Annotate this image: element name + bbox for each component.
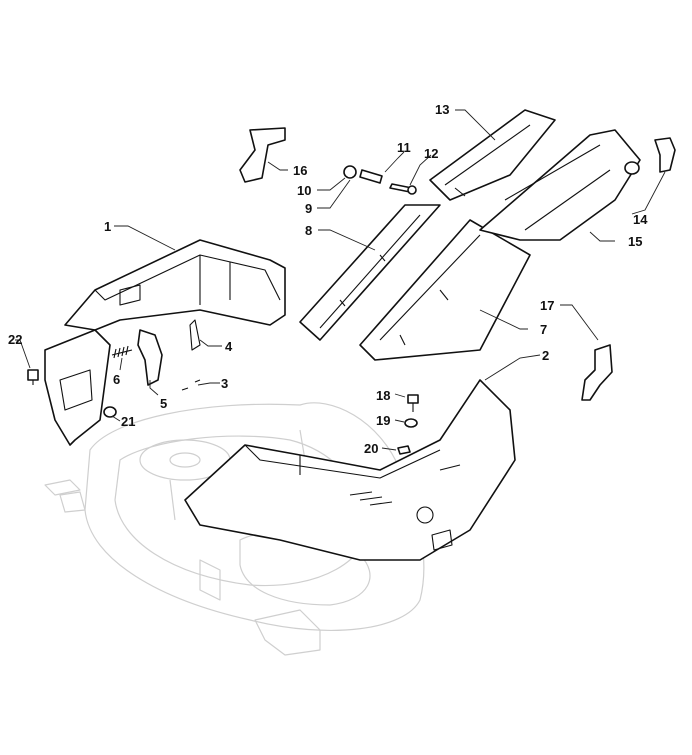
part-1-side-guard	[64, 239, 286, 331]
callout-10: 10	[297, 183, 311, 198]
callout-1: 1	[104, 219, 111, 234]
part-3-pins	[181, 379, 201, 391]
callout-9: 9	[305, 201, 312, 216]
callout-8: 8	[305, 223, 312, 238]
part-14-clip	[654, 137, 676, 173]
part-6-spring	[111, 345, 133, 359]
callout-15: 15	[628, 234, 642, 249]
part-21-washer	[103, 406, 117, 418]
part-12-washer	[389, 183, 417, 195]
callout-7: 7	[540, 322, 547, 337]
callout-2: 2	[542, 348, 549, 363]
part-15-cover	[479, 129, 641, 241]
callout-22: 22	[8, 332, 22, 347]
callout-11: 11	[397, 140, 411, 155]
part-5-lever	[137, 329, 163, 386]
callout-3: 3	[221, 376, 228, 391]
part-19-washer	[404, 418, 418, 428]
callout-16: 16	[293, 163, 307, 178]
part-16-bracket	[239, 127, 286, 183]
part-8-flap	[299, 204, 441, 341]
callout-5: 5	[160, 396, 167, 411]
part-18-bolt	[407, 394, 419, 412]
callout-14: 14	[633, 212, 648, 227]
part-20-clip	[397, 445, 411, 455]
callout-20: 20	[364, 441, 378, 456]
leader-lines	[15, 109, 666, 451]
callout-19: 19	[376, 413, 390, 428]
part-13-flap	[429, 109, 556, 201]
part-22-bolt	[27, 369, 39, 385]
part-2-main-cover	[184, 379, 516, 561]
callout-13: 13	[435, 102, 449, 117]
left-bracket-plate	[44, 329, 111, 446]
part-11-pin	[359, 169, 383, 184]
part-17-bracket	[581, 344, 613, 401]
callout-17: 17	[540, 298, 554, 313]
part-7-flap	[359, 219, 531, 361]
part-4-hook	[189, 319, 201, 351]
callout-21: 21	[121, 414, 135, 429]
callout-4: 4	[225, 339, 233, 354]
callout-18: 18	[376, 388, 390, 403]
callout-12: 12	[424, 146, 438, 161]
callout-6: 6	[113, 372, 120, 387]
part-10-nut	[343, 165, 357, 179]
